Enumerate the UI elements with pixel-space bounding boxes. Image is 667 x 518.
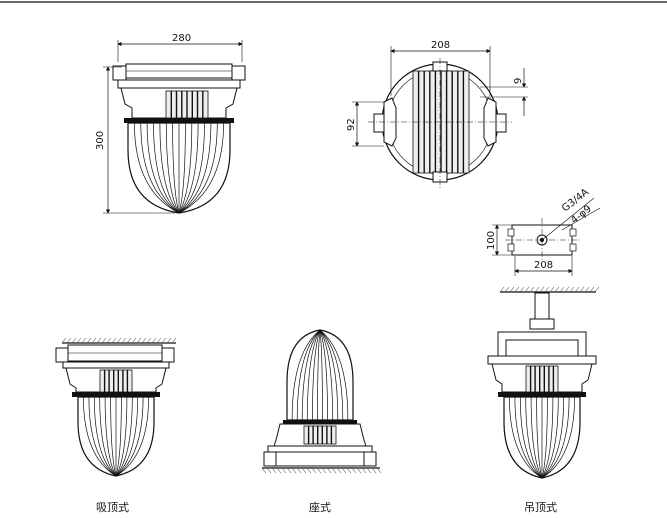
top-width-dimension: 208 (390, 40, 491, 96)
top-side-label: 92 (346, 118, 357, 131)
front-height-dimension: 300 (95, 66, 175, 214)
front-width-label: 280 (172, 33, 191, 44)
front-view-lamp (112, 63, 246, 214)
mount-plate (505, 197, 601, 262)
mount-width-dimension: 208 (514, 256, 573, 276)
front-width-dimension: 280 (117, 33, 243, 62)
top-view-lamp (368, 58, 512, 188)
pendant-mount-lamp (487, 286, 600, 479)
seat-mount-caption: 座式 (309, 500, 331, 514)
top-small-label: 9 (513, 78, 524, 84)
ceiling-mount-caption: 吸顶式 (96, 501, 129, 514)
seat-mount-lamp (261, 329, 382, 474)
front-height-label: 300 (95, 131, 106, 150)
mount-height-label: 100 (486, 231, 497, 250)
pendant-mount-caption: 吊顶式 (524, 501, 557, 514)
top-width-label: 208 (431, 40, 450, 51)
top-small-dimension: 9 (480, 68, 528, 116)
ceiling-mount-lamp (55, 337, 177, 477)
mount-height-dimension: 100 (486, 224, 512, 256)
mount-width-label: 208 (534, 260, 553, 271)
top-side-dimension: 92 (346, 101, 384, 147)
